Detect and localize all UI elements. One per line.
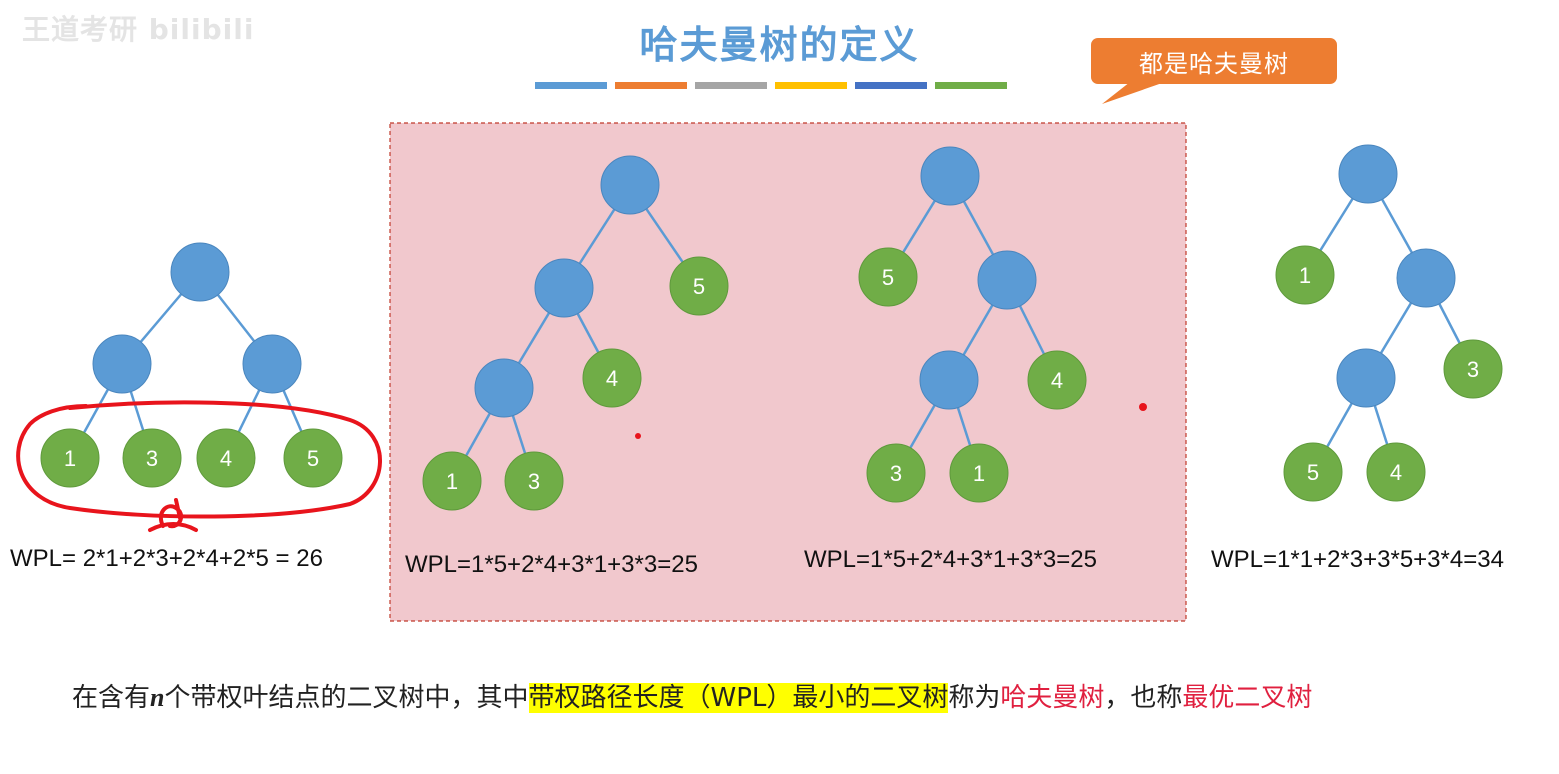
tree-1-leaf-label: 4 <box>220 446 232 471</box>
tree-2-leaf-node <box>582 348 642 408</box>
watermark: 王道考研 bilibili <box>22 13 255 46</box>
red-annotations <box>16 400 1147 532</box>
red-mark-annotation <box>148 498 198 532</box>
tree-2-internal-node <box>474 358 534 418</box>
page-title: 哈夫曼树的定义 <box>639 23 920 67</box>
callout-all-huffman: 都是哈夫曼树 <box>1091 38 1337 84</box>
term-huffman-tree: 哈夫曼树 <box>1000 683 1105 713</box>
tree-4-internal-node <box>1396 248 1456 308</box>
title-underline-segment <box>935 82 1007 89</box>
tree-2-leaf-node <box>422 451 482 511</box>
tree-3-leaf-node <box>866 443 926 503</box>
tree-4-leaf-node <box>1443 339 1503 399</box>
tree-nodes: 1 3 4 5 5 4 1 3 5 4 3 1 1 3 5 4 <box>40 144 1503 511</box>
tree-4-leaf-label: 5 <box>1307 460 1319 485</box>
red-dot-annotation <box>1139 403 1147 411</box>
tree-3-internal-node <box>919 350 979 410</box>
tree-1-leaf-node <box>122 428 182 488</box>
definition-part-4: ，也称 <box>1104 683 1183 713</box>
tree-4-leaf-label: 3 <box>1467 357 1479 382</box>
red-ellipse-annotation <box>16 400 382 519</box>
tree-2-internal-node <box>534 258 594 318</box>
definition-part-1: 在含有 <box>72 683 151 713</box>
definition-highlight: 带权路径长度（WPL）最小的二叉树 <box>528 683 949 713</box>
tree-2-leaf-node <box>669 256 729 316</box>
tree-1-internal-node <box>170 242 230 302</box>
tree-4-internal-node <box>1338 144 1398 204</box>
tree-2-leaf-label: 5 <box>693 274 705 299</box>
tree-1-internal-node <box>242 334 302 394</box>
tree-3-leaf-label: 3 <box>890 461 902 486</box>
tree-4-leaf-node <box>1283 442 1343 502</box>
tree-4-leaf-label: 1 <box>1299 263 1311 288</box>
tree-2-leaf-label: 4 <box>606 366 618 391</box>
tree-1-internal-node <box>92 334 152 394</box>
tree-2-leaf-node <box>504 451 564 511</box>
tree-1-leaf-node <box>283 428 343 488</box>
tree-4-leaf-node <box>1275 245 1335 305</box>
callout-tail <box>1102 82 1165 104</box>
tree-4-leaf-label: 4 <box>1390 460 1402 485</box>
red-dot-annotation <box>635 433 641 439</box>
wpl-tree-1: WPL= 2*1+2*3+2*4+2*5 = 26 <box>10 545 323 572</box>
tree-1-leaf-label: 1 <box>64 446 76 471</box>
tree-2-leaf-label: 3 <box>528 469 540 494</box>
tree-3-leaf-node <box>858 247 918 307</box>
tree-1-leaf-node <box>40 428 100 488</box>
wpl-tree-2: WPL=1*5+2*4+3*1+3*3=25 <box>405 551 698 578</box>
tree-4-leaf-node <box>1366 442 1426 502</box>
tree-3-leaf-node <box>949 443 1009 503</box>
tree-1-leaf-label: 3 <box>146 446 158 471</box>
term-optimal-binary-tree: 最优二叉树 <box>1182 683 1313 713</box>
wpl-tree-4: WPL=1*1+2*3+3*5+3*4=34 <box>1211 546 1504 573</box>
title-underline-segment <box>855 82 927 89</box>
title-underline <box>535 82 1007 89</box>
tree-2-internal-node <box>600 155 660 215</box>
title-underline-segment <box>535 82 607 89</box>
title-underline-segment <box>695 82 767 89</box>
tree-3-leaf-label: 1 <box>973 461 985 486</box>
tree-3-leaf-label: 4 <box>1051 368 1063 393</box>
title-underline-segment <box>615 82 687 89</box>
tree-4-internal-node <box>1336 348 1396 408</box>
definition-part-2: 个带权叶结点的二叉树中，其中 <box>164 683 529 713</box>
title-underline-segment <box>775 82 847 89</box>
wpl-tree-3: WPL=1*5+2*4+3*1+3*3=25 <box>804 546 1097 573</box>
tree-2-leaf-label: 1 <box>446 469 458 494</box>
tree-3-internal-node <box>977 250 1037 310</box>
definition-text: 在含有n个带权叶结点的二叉树中，其中带权路径长度（WPL）最小的二叉树称为哈夫曼… <box>72 677 1312 714</box>
definition-part-3: 称为 <box>948 683 1001 713</box>
tree-1-leaf-node <box>196 428 256 488</box>
tree-3-leaf-label: 5 <box>882 265 894 290</box>
definition-n: n <box>150 683 165 712</box>
tree-3-internal-node <box>920 146 980 206</box>
tree-3-leaf-node <box>1027 350 1087 410</box>
tree-1-leaf-label: 5 <box>307 446 319 471</box>
